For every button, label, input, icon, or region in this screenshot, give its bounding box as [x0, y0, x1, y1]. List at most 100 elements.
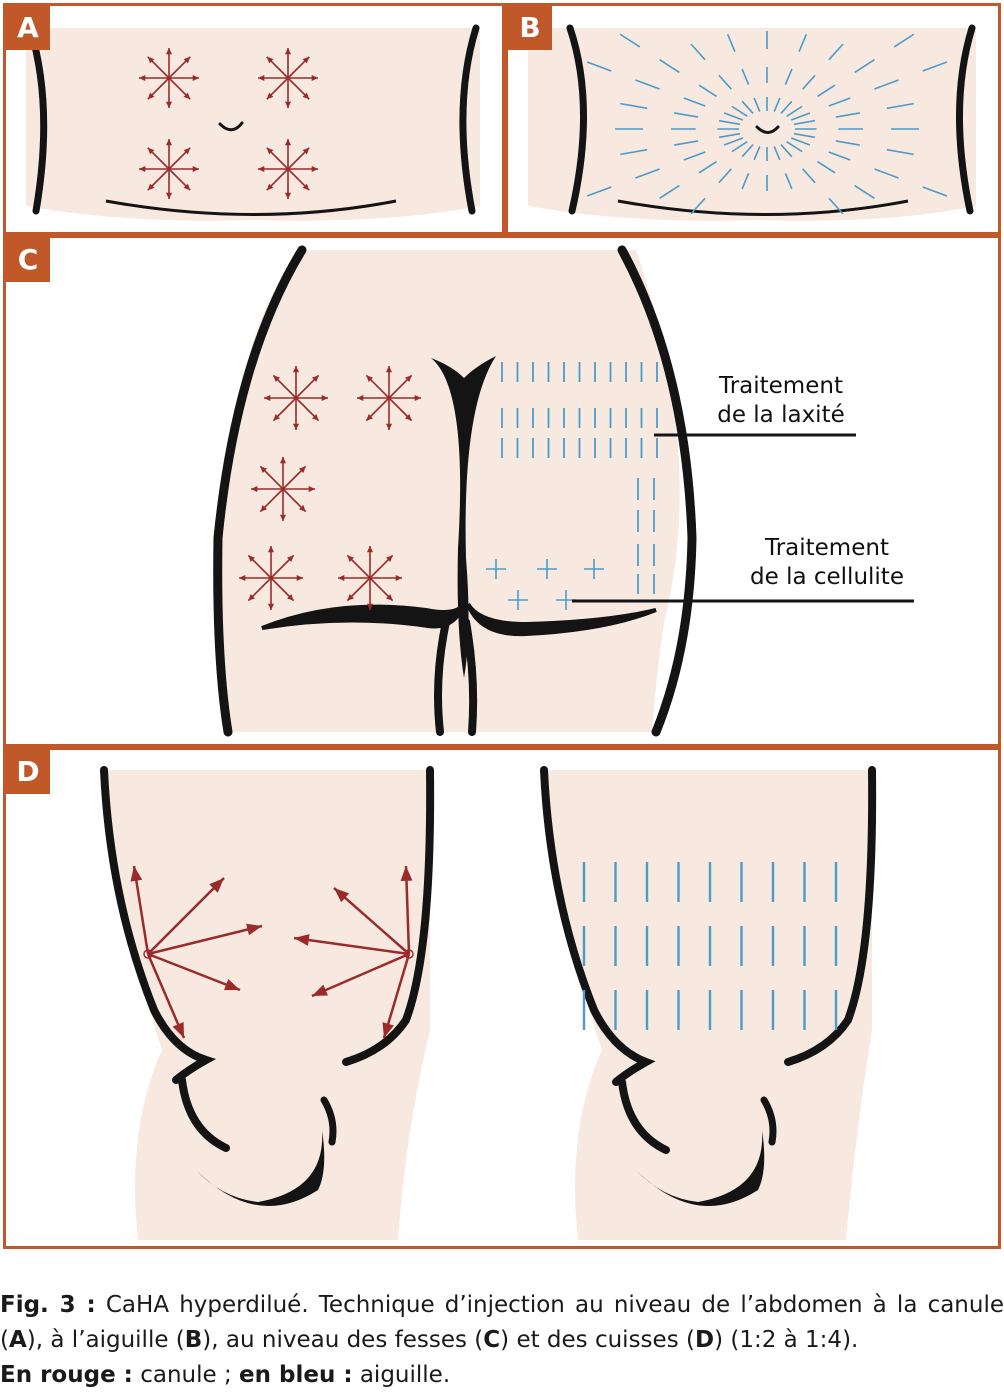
- needle-line: [816, 160, 836, 174]
- cannula-arrowhead: [302, 183, 310, 191]
- callout-laxity: Traitement de la laxité: [717, 373, 845, 428]
- cannula-arrowhead: [258, 74, 265, 82]
- cannula-arrowhead: [264, 394, 271, 402]
- needle-line: [835, 140, 860, 146]
- cannula-arrowhead: [386, 594, 393, 601]
- cannula-arrowhead: [386, 555, 393, 562]
- cannula-arrowhead: [266, 92, 274, 100]
- needle-line: [793, 119, 816, 126]
- cannula-arrowhead: [260, 505, 267, 512]
- cannula-arrowhead: [302, 147, 310, 155]
- abdomen-cannula-illustration: [26, 24, 480, 221]
- panel-d-label: D: [6, 750, 50, 794]
- navel: [218, 121, 244, 132]
- needle-line: [723, 137, 744, 146]
- caption-text-4: ) et des cuisses (: [500, 1327, 695, 1353]
- cannula-fan: [338, 546, 402, 610]
- needle-line: [753, 97, 761, 112]
- cannula-arrowhead: [366, 603, 374, 610]
- caption-text-2: ), à l’aiguille (: [26, 1327, 185, 1353]
- needle-line: [773, 97, 781, 112]
- needle-line: [854, 184, 875, 199]
- knee-right-curve: [618, 1078, 670, 1154]
- cannula-arrowhead: [266, 147, 274, 155]
- needle-line: [718, 168, 732, 184]
- cannula-arrowhead: [284, 101, 292, 108]
- cannula-arrowhead: [308, 485, 315, 493]
- needle-line: [886, 148, 914, 156]
- cannula-arrowhead: [334, 888, 350, 903]
- cannula-arrowhead: [385, 366, 393, 373]
- cannula-arrowhead: [224, 979, 240, 991]
- cannula-arrowhead: [165, 48, 173, 55]
- cannula-fan: [251, 457, 315, 521]
- needle-line: [854, 59, 875, 74]
- cannula-arrowhead: [287, 594, 294, 601]
- knee-right-crease: [760, 1096, 777, 1146]
- caption-ref-a: A: [8, 1327, 27, 1353]
- needle-line: [698, 84, 718, 98]
- cannula-arrow: [147, 877, 225, 955]
- cannula-arrowhead: [248, 555, 255, 562]
- needle-line: [828, 97, 851, 107]
- waist-left-outline: [566, 24, 587, 215]
- needle-cellulite-crosses: [486, 559, 604, 610]
- cannula-arrowhead: [279, 457, 287, 464]
- cannula-fan: [239, 546, 303, 610]
- needle-line: [659, 184, 680, 199]
- needle-line: [683, 97, 706, 107]
- panel-d: D: [3, 747, 1001, 1249]
- needle-line: [723, 112, 744, 121]
- needle-line: [674, 140, 699, 146]
- caption-blue-label: en bleu :: [239, 1362, 353, 1388]
- hip-left-outline: [213, 245, 307, 737]
- needle-line: [683, 151, 706, 161]
- cannula-arrowhead: [139, 74, 146, 82]
- panel-a-label: A: [6, 6, 50, 50]
- cannula-arrowhead: [405, 414, 412, 421]
- needle-line: [786, 141, 803, 153]
- abdomen-needle-illustration: [528, 24, 976, 221]
- needle-line: [635, 79, 660, 90]
- buttocks-illustration: [213, 245, 914, 737]
- cannula-arrowhead: [165, 101, 173, 108]
- cannula-arrowhead: [284, 192, 292, 199]
- caption-red-text: canule ;: [132, 1362, 240, 1388]
- needle-line: [690, 197, 706, 215]
- needle-line: [753, 146, 761, 161]
- needle-line: [790, 137, 811, 146]
- cannula-arrow: [147, 924, 263, 956]
- cannula-arrowhead: [172, 1022, 184, 1038]
- cannula-arrowhead: [312, 984, 328, 996]
- needle-line: [874, 79, 899, 90]
- needle-line: [828, 197, 844, 215]
- thigh-left-skin: [104, 770, 430, 1240]
- waist-right-outline: [956, 24, 976, 215]
- needle-line: [874, 168, 899, 179]
- cannula-arrowhead: [347, 594, 354, 601]
- cannula-arrowhead: [248, 594, 255, 601]
- needle-line: [780, 100, 793, 114]
- needle-line: [780, 144, 793, 158]
- needle-line: [718, 132, 741, 139]
- cannula-arrowhead: [139, 165, 146, 173]
- needle-line: [816, 84, 836, 98]
- needle-laxity-lines: [501, 362, 658, 594]
- cannula-arrowhead: [279, 514, 287, 521]
- callout-cellulite: Traitement de la cellulite: [750, 535, 904, 590]
- cannula-arrowhead: [147, 56, 155, 64]
- cannula-arrowhead: [192, 74, 199, 82]
- needle-line: [620, 102, 648, 110]
- needle-radial-lines: [586, 31, 948, 215]
- cannula-arrowhead: [239, 574, 246, 582]
- cannula-arrowhead: [267, 603, 275, 610]
- needle-line: [893, 33, 915, 48]
- abdomen-lower-line: [617, 199, 909, 216]
- cannula-fan-group-a: [139, 48, 318, 199]
- needle-line: [741, 173, 750, 190]
- needle-line: [674, 112, 699, 118]
- cannula-arrowhead: [414, 394, 421, 402]
- panel-a: A: [3, 3, 505, 235]
- knee-left-crease: [320, 1096, 337, 1146]
- caption-ref-b: B: [184, 1327, 203, 1353]
